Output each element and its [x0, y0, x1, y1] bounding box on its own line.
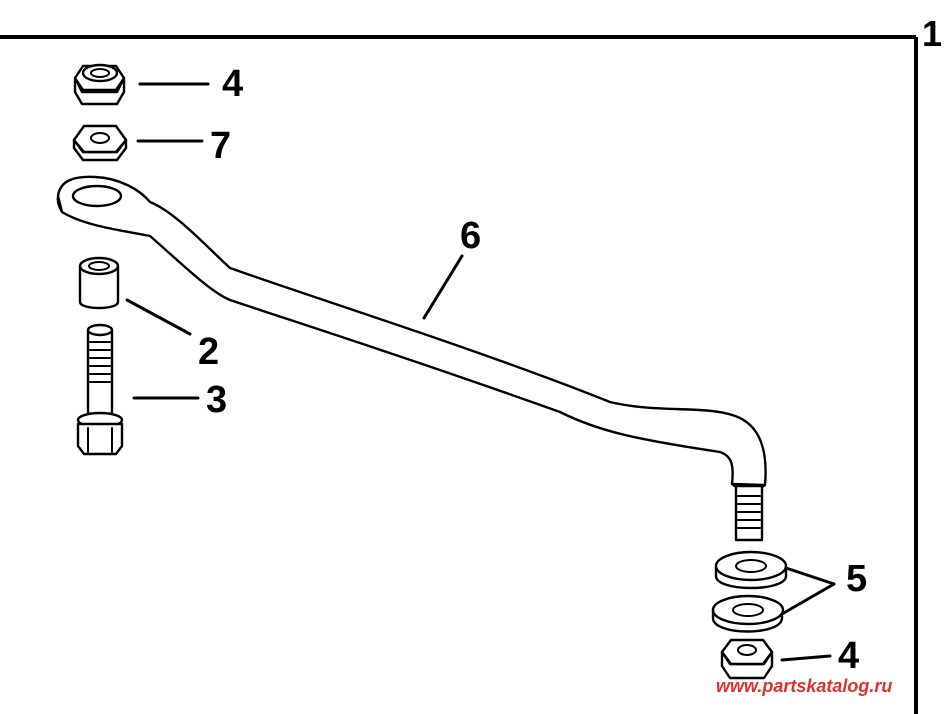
callout-washers: 5	[846, 558, 867, 600]
washer-upper	[714, 550, 788, 590]
leader-nut-bottom	[780, 654, 832, 662]
callout-link-rod: 6	[460, 215, 481, 257]
callout-nut-top: 4	[222, 63, 243, 105]
frame-ref-number: 1	[922, 13, 942, 54]
leader-link-rod	[422, 254, 464, 320]
leader-washer-upper	[784, 566, 836, 586]
link-rod	[56, 175, 767, 542]
callout-bolt: 3	[206, 379, 227, 421]
watermark-text: www.partskatalog.ru	[716, 676, 892, 696]
callout-spacer: 2	[198, 331, 219, 373]
lock-nut-bottom	[720, 638, 774, 680]
leader-washer-lower	[780, 582, 836, 616]
washer-lower	[711, 594, 785, 633]
callout-hex-nut: 7	[210, 125, 231, 167]
lock-nut-top	[73, 63, 126, 106]
leader-spacer	[125, 298, 192, 336]
hex-nut	[72, 124, 128, 162]
flange-bolt	[76, 323, 124, 456]
diagram-frame	[0, 35, 918, 714]
callout-nut-bottom: 4	[838, 635, 859, 677]
spacer	[78, 256, 120, 310]
